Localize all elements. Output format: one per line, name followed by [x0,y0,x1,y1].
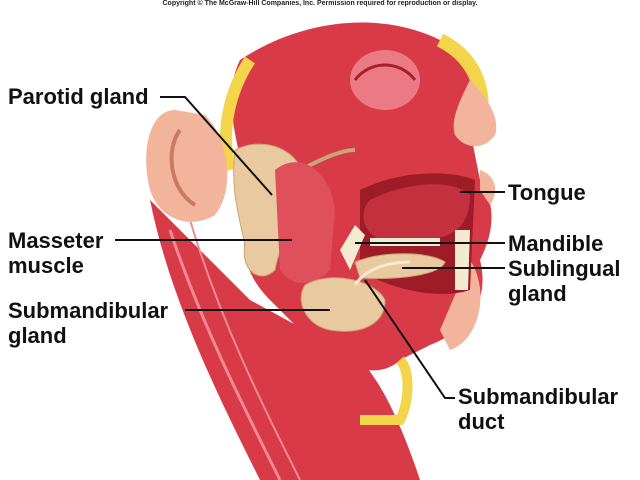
sublingual-gland [354,253,446,279]
leader-parotid [160,96,273,196]
leader-submandibular-duct [364,279,455,399]
label-line: gland [8,323,67,348]
mandible [340,225,365,270]
label-mandible: Mandible [508,231,604,256]
leader-lines [115,96,505,399]
label-sublingual-gland: Sublingual gland [508,256,620,306]
nose [453,80,497,147]
label-tongue: Tongue [508,180,586,205]
label-line: Submandibular [8,298,169,323]
label-submandibular-duct: Submandibular duct [458,384,618,434]
masseter-muscle [275,162,335,284]
label-line: Sublingual [508,256,621,281]
submandibular-duct [353,260,411,286]
label-line: muscle [8,253,84,278]
label-submandibular-gland: Submandibular gland [8,298,168,348]
label-parotid-gland: Parotid gland [8,84,149,109]
label-line: duct [458,409,505,434]
submandibular-gland [300,277,386,332]
label-masseter-muscle: Masseter muscle [8,228,103,278]
label-line: Submandibular [458,384,619,409]
neck-muscle [150,200,420,480]
tongue [363,184,470,240]
copyright-notice: Copyright © The McGraw-Hill Companies, I… [162,0,478,7]
ear [146,110,228,222]
label-line: gland [508,281,567,306]
label-line: Masseter [8,228,104,253]
